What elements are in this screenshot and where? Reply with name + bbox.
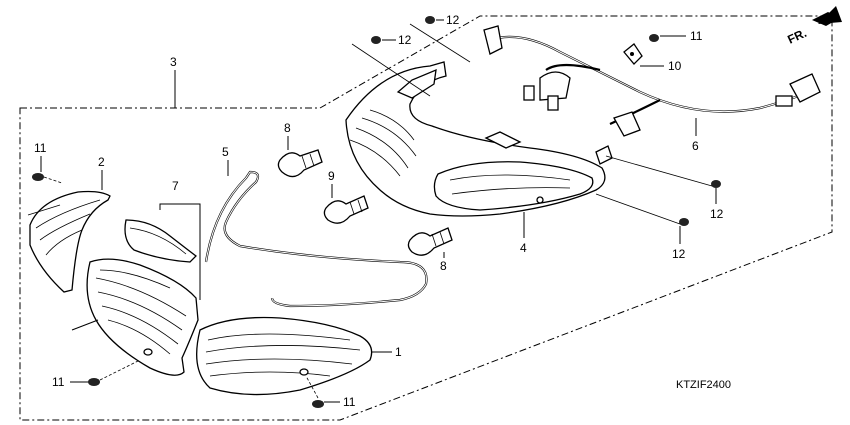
diagram-code: KTZIF2400: [676, 379, 731, 391]
callout-12-upper-left: 12: [398, 33, 412, 47]
screw-12-top: 12 12: [351, 13, 471, 97]
callout-11-lower-left: 11: [52, 375, 65, 389]
part-5-seal: 5: [204, 145, 428, 308]
screw-11-top-right: 11: [649, 29, 703, 43]
callout-11-bottom: 11: [343, 395, 356, 409]
callout-5: 5: [222, 145, 229, 159]
callout-12-top: 12: [446, 13, 460, 27]
callout-8-upper: 8: [284, 121, 291, 135]
front-direction-label: FR.: [785, 26, 808, 47]
bulb-8-upper: 8: [277, 121, 323, 178]
callout-11-left-top: 11: [34, 141, 47, 155]
callout-10: 10: [668, 59, 682, 73]
callout-8-lower: 8: [440, 259, 447, 273]
callout-9: 9: [328, 169, 335, 183]
front-direction-arrow: FR.: [785, 6, 842, 47]
part-4-housing: 4: [345, 61, 613, 255]
part-10-clamp: 10: [623, 43, 682, 73]
assembly-frame: [19, 15, 833, 421]
callout-1: 1: [395, 345, 402, 359]
callout-4: 4: [520, 241, 527, 255]
callout-6: 6: [692, 139, 699, 153]
screw-12-right: 12 12: [595, 155, 724, 261]
screw-11-bottom: 11: [305, 375, 356, 409]
callout-3: 3: [170, 55, 177, 69]
callout-12-right: 12: [710, 207, 724, 221]
bulb-8-lower: 8: [407, 227, 453, 273]
callout-12-lower-right: 12: [672, 247, 686, 261]
part-1-lens-left: [71, 258, 199, 376]
part-6-wire-harness: 6: [483, 25, 821, 153]
part-1-lens-right: 1: [196, 316, 402, 396]
screw-11-lower-left: 11: [52, 359, 141, 389]
callout-11-top-right: 11: [690, 29, 703, 43]
callout-7: 7: [172, 179, 179, 193]
callout-2: 2: [98, 155, 105, 169]
screw-11-left: 11: [32, 141, 63, 184]
bulb-9: 9: [323, 169, 369, 224]
part-2-side-reflector: 2: [27, 155, 111, 293]
part-7-lens-gasket: 7: [124, 179, 201, 300]
